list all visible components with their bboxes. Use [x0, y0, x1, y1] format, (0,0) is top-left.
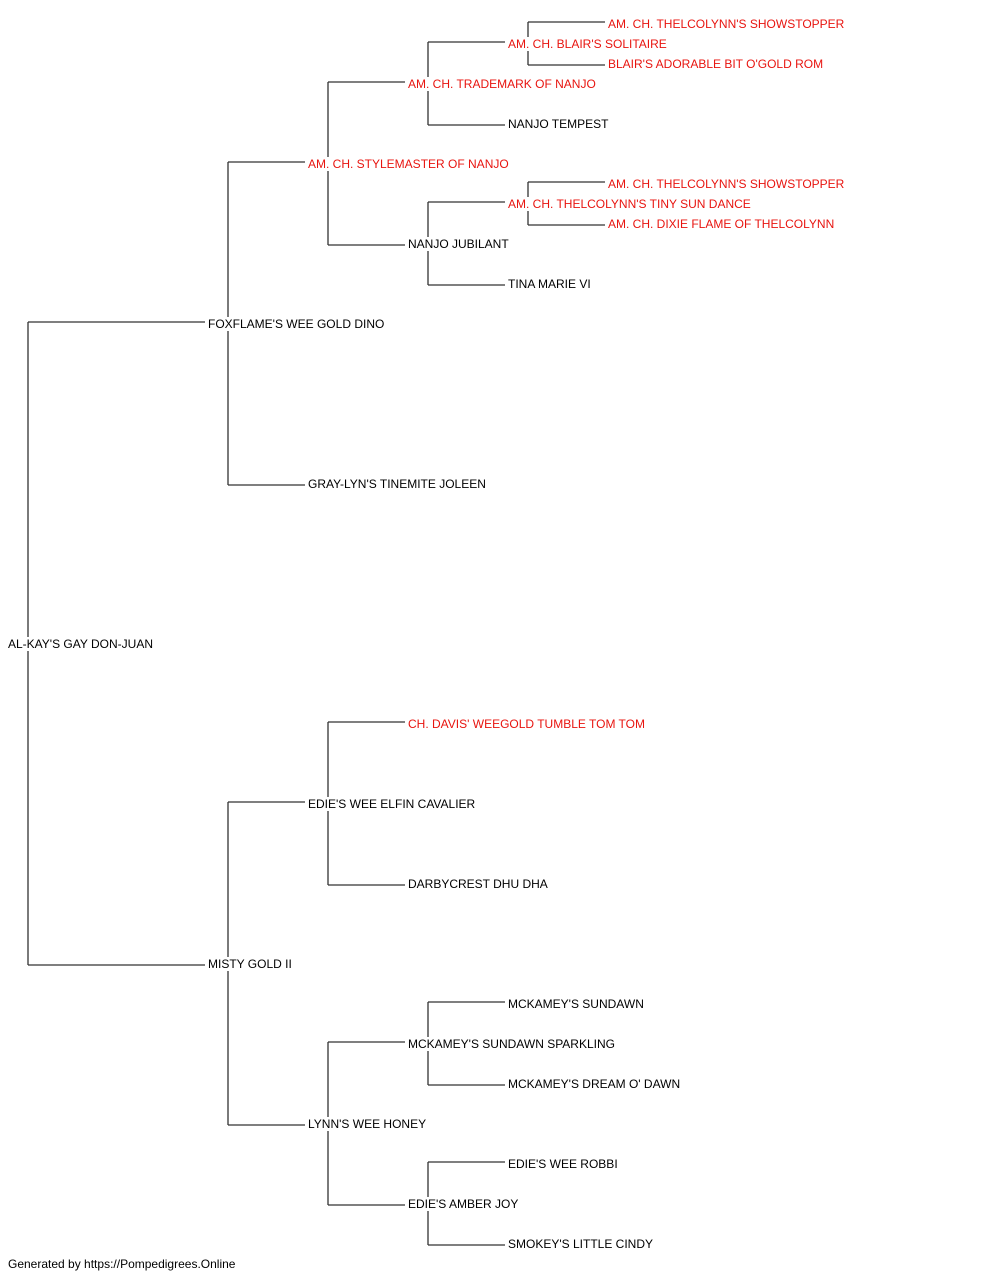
pedigree-node-dam-dam-sire[interactable]: MCKAMEY'S SUNDAWN SPARKLING — [406, 1037, 617, 1051]
pedigree-node-dam-dam-dam[interactable]: EDIE'S AMBER JOY — [406, 1197, 521, 1211]
pedigree-node-sire-sire-sire-sire-sire[interactable]: AM. CH. THELCOLYNN'S SHOWSTOPPER — [606, 17, 847, 31]
pedigree-node-sire-sire-dam-sire[interactable]: AM. CH. THELCOLYNN'S TINY SUN DANCE — [506, 197, 753, 211]
pedigree-node-sire-dam[interactable]: GRAY-LYN'S TINEMITE JOLEEN — [306, 477, 488, 491]
pedigree-node-sire-sire-sire-sire-dam[interactable]: BLAIR'S ADORABLE BIT O'GOLD ROM — [606, 57, 826, 71]
pedigree-node-dam-dam-dam-sire[interactable]: EDIE'S WEE ROBBI — [506, 1157, 620, 1171]
pedigree-node-dam-sire-dam[interactable]: DARBYCREST DHU DHA — [406, 877, 550, 891]
pedigree-node-dam[interactable]: MISTY GOLD II — [206, 957, 294, 971]
pedigree-node-dam-dam-sire-dam[interactable]: MCKAMEY'S DREAM O' DAWN — [506, 1077, 683, 1091]
pedigree-node-dam-sire[interactable]: EDIE'S WEE ELFIN CAVALIER — [306, 797, 478, 811]
pedigree-node-sire-sire-dam-sire-sire[interactable]: AM. CH. THELCOLYNN'S SHOWSTOPPER — [606, 177, 847, 191]
pedigree-node-sire-sire-dam-dam[interactable]: TINA MARIE VI — [506, 277, 593, 291]
pedigree-node-dam-dam[interactable]: LYNN'S WEE HONEY — [306, 1117, 429, 1131]
pedigree-node-sire-sire-dam-sire-dam[interactable]: AM. CH. DIXIE FLAME OF THELCOLYNN — [606, 217, 837, 231]
pedigree-node-sire-sire-dam[interactable]: NANJO JUBILANT — [406, 237, 511, 251]
pedigree-node-sire-sire-sire[interactable]: AM. CH. TRADEMARK OF NANJO — [406, 77, 598, 91]
pedigree-node-subject[interactable]: AL-KAY'S GAY DON-JUAN — [6, 637, 155, 651]
pedigree-node-sire-sire[interactable]: AM. CH. STYLEMASTER OF NANJO — [306, 157, 511, 171]
pedigree-node-dam-dam-sire-sire[interactable]: MCKAMEY'S SUNDAWN — [506, 997, 646, 1011]
pedigree-node-sire-sire-sire-sire[interactable]: AM. CH. BLAIR'S SOLITAIRE — [506, 37, 669, 51]
generated-by-footer: Generated by https://Pompedigrees.Online — [8, 1257, 236, 1271]
pedigree-node-dam-dam-dam-dam[interactable]: SMOKEY'S LITTLE CINDY — [506, 1237, 655, 1251]
pedigree-node-sire[interactable]: FOXFLAME'S WEE GOLD DINO — [206, 317, 387, 331]
pedigree-node-sire-sire-sire-dam[interactable]: NANJO TEMPEST — [506, 117, 611, 131]
pedigree-node-dam-sire-sire[interactable]: CH. DAVIS' WEEGOLD TUMBLE TOM TOM — [406, 717, 647, 731]
